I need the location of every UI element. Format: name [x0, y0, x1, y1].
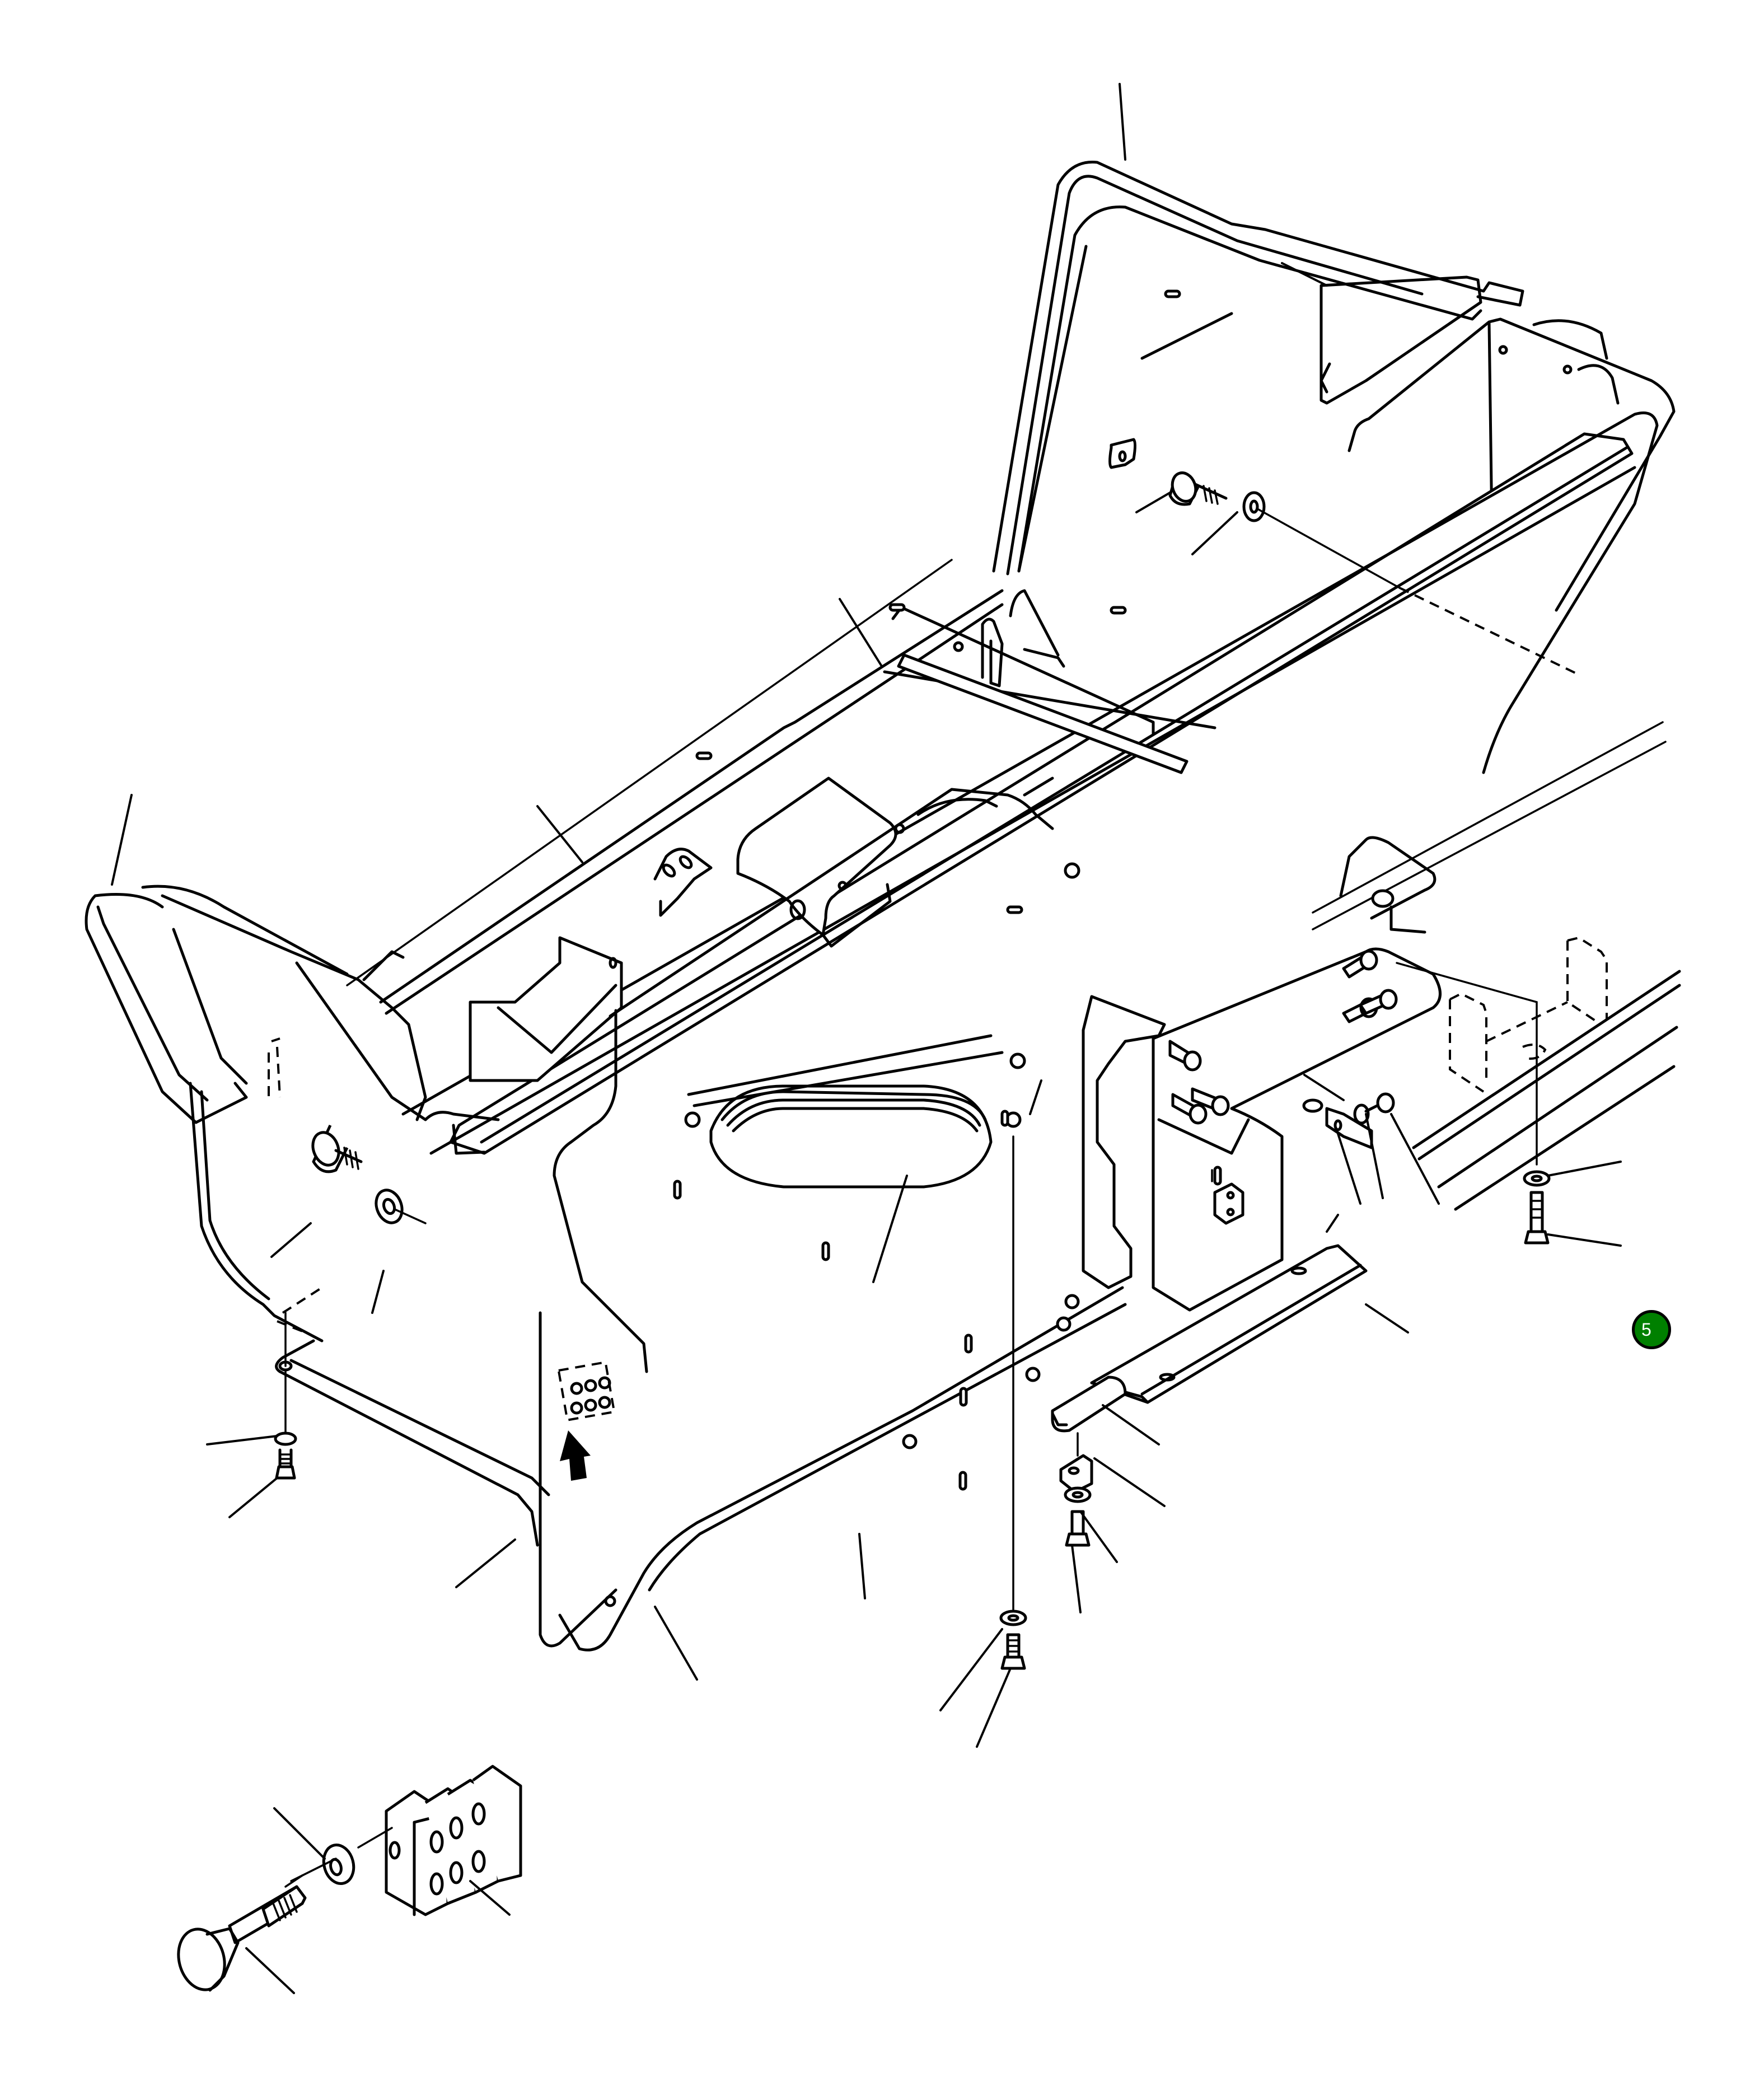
spacer-6 — [1359, 989, 1398, 1015]
upper-rear-frame-panel — [1017, 245, 1676, 612]
leader-lines — [111, 83, 1622, 1994]
upper-panel-studs — [695, 289, 1181, 914]
right-fastener-stack — [1396, 962, 1551, 1245]
clamp-flat-washer — [284, 1827, 393, 1888]
callout-label: 5 — [1641, 1320, 1651, 1340]
slotted-bracket — [653, 848, 713, 917]
spacer-1 — [1168, 1040, 1202, 1072]
connector-symbol — [557, 1360, 616, 1421]
spacer-2 — [1171, 1093, 1208, 1125]
orientation-arrow-icon — [560, 1430, 591, 1481]
right-side-bolt-set — [1302, 1092, 1395, 1149]
roll-bar-left — [85, 885, 427, 1124]
lower-left-channel — [274, 1312, 550, 1547]
main-longitudinal-rail — [401, 411, 1659, 1155]
edge-trim-strip — [1051, 1376, 1127, 1433]
center-housing — [736, 776, 905, 948]
oval-opening — [709, 1084, 993, 1189]
upper-flange-bolt — [1168, 471, 1228, 506]
right-frame-members — [1312, 721, 1681, 1211]
callout-badge[interactable]: 5 — [1632, 1310, 1671, 1349]
lower-cross-channel — [1090, 1244, 1368, 1404]
rear-bracket-with-spacers — [1082, 947, 1442, 1312]
upper-plate-tab — [1108, 438, 1136, 469]
angle-clip — [1059, 1454, 1093, 1494]
hex-bolt — [177, 1885, 307, 1992]
spacer-4 — [1342, 949, 1378, 979]
center-floor-plate — [539, 776, 1127, 1652]
spacer-3 — [1191, 1087, 1230, 1116]
clip-fastener-stack — [1064, 1432, 1092, 1547]
center-fastener-stack — [999, 1135, 1027, 1670]
roll-bar-upper-right — [992, 161, 1524, 576]
top-cross-member — [897, 618, 1189, 774]
hidden-mount-bracket-dashed — [1449, 936, 1608, 1093]
clamp-block-three-piece — [385, 1765, 522, 1916]
left-inner-bracket — [469, 936, 623, 1082]
left-flat-washer — [375, 1189, 427, 1224]
plate-studs-and-nuts — [673, 862, 1222, 1491]
left-side-panel — [189, 1037, 500, 1342]
upper-flat-washer — [1242, 491, 1579, 676]
spacer-bosses — [1168, 949, 1398, 1125]
left-flange-bolt — [311, 1124, 363, 1173]
